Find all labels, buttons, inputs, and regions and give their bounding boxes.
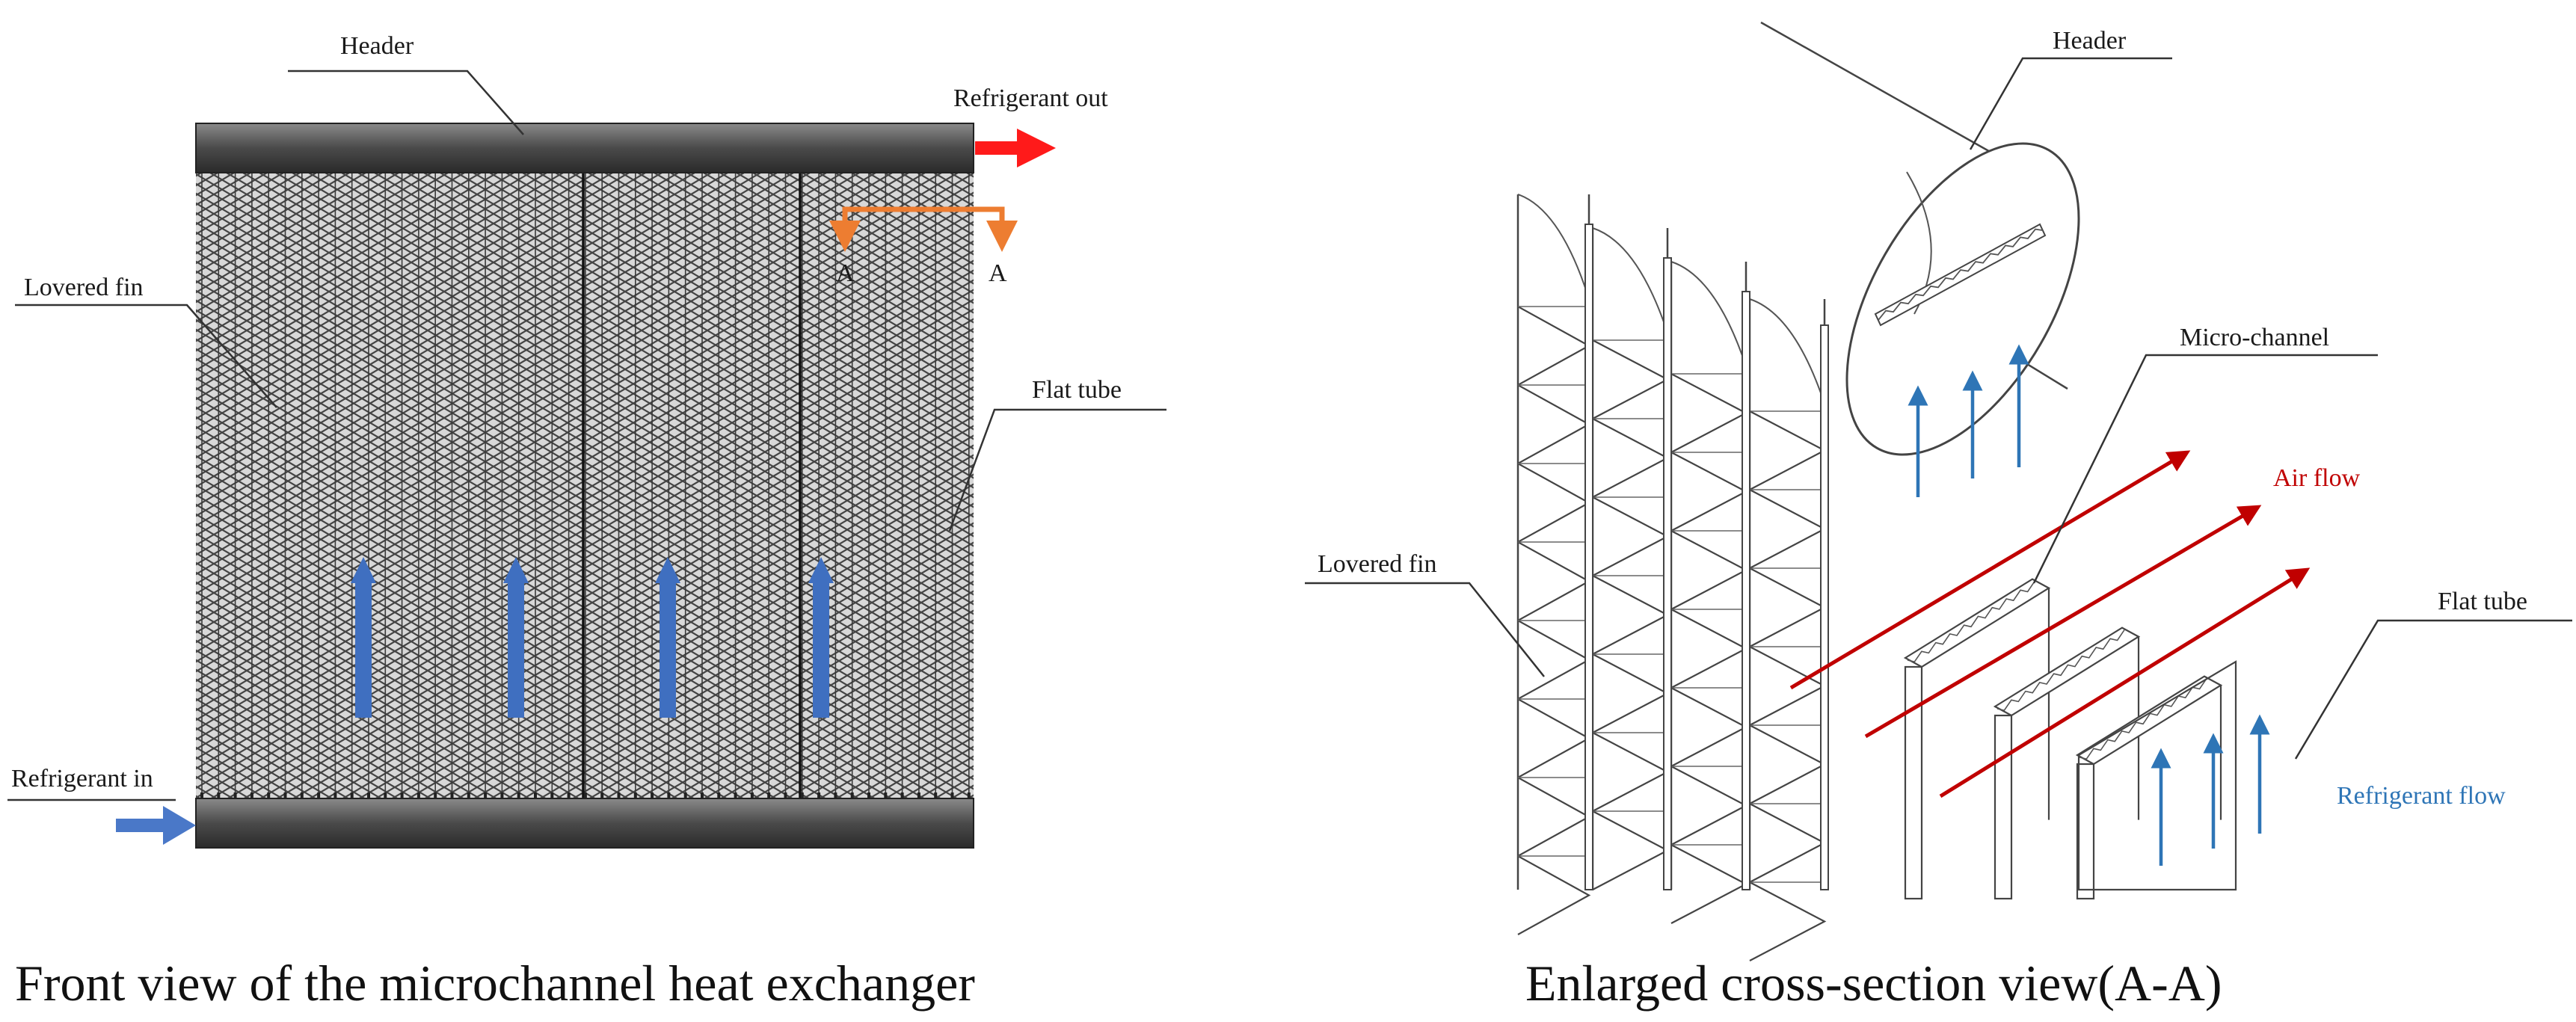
cross-section-view: Header Micro-channel Air flow Lovered fi… <box>1305 21 2572 1012</box>
flow-arrow-head <box>655 557 680 583</box>
micro-channel-label: Micro-channel <box>2180 324 2329 351</box>
refrigerant-out-arrow <box>975 129 1056 167</box>
fin-louver <box>1592 810 1670 890</box>
fin-louver <box>1517 777 1591 857</box>
fin-louver <box>1749 724 1827 804</box>
section-lovered-fin-leader-line <box>1305 582 1545 677</box>
micro-channel-web <box>1907 581 2035 662</box>
micro-channel-web <box>1996 629 2125 711</box>
refrigerant-in-arrow <box>116 806 196 845</box>
fin-louver <box>1517 463 1591 543</box>
header-leader-line <box>288 70 524 135</box>
fin-louver <box>1517 541 1591 621</box>
fin-louver <box>1517 620 1591 700</box>
refrigerant-flow-label: Refrigerant flow <box>2337 782 2506 810</box>
fin-louver <box>1517 698 1591 778</box>
section-view-caption: Enlarged cross-section view(A-A) <box>1525 955 2222 1012</box>
section-label-a-left: A <box>836 259 855 287</box>
refrigerant-in-label: Refrigerant in <box>11 765 153 792</box>
fin-louver <box>1592 496 1670 576</box>
flow-arrow-head <box>503 557 529 583</box>
front-view-caption: Front view of the microchannel heat exch… <box>15 955 975 1012</box>
flow-arrow-head <box>351 557 376 583</box>
refrigerant-flow-arrows-header <box>1908 344 2029 497</box>
flat-tube-front <box>1994 714 2013 900</box>
fin-louver <box>1592 339 1670 419</box>
fin-curve <box>1749 298 1825 404</box>
fin-louver <box>1670 530 1748 610</box>
lovered-fin-columns <box>1516 194 1829 961</box>
flat-tube-front <box>1904 665 1923 900</box>
fin-louver <box>1749 646 1827 726</box>
flow-arrow-shaft <box>813 579 829 718</box>
flow-arrow-shaft <box>660 579 676 718</box>
front-lovered-fin-label: Lovered fin <box>24 274 144 301</box>
fin-curve <box>1592 227 1668 333</box>
fin-louver <box>1749 410 1827 490</box>
fin-louver <box>1517 855 1591 935</box>
fin-louver <box>1592 653 1670 733</box>
micro-channel-web <box>2079 678 2207 760</box>
fin-louver <box>1670 452 1748 532</box>
fin-curve <box>1517 194 1590 300</box>
flat-tube-panel <box>2077 660 2237 891</box>
fin-louver <box>1670 373 1748 453</box>
air-flow-label: Air flow <box>2273 464 2361 492</box>
fin-louver <box>1670 687 1748 767</box>
front-flat-tube-label: Flat tube <box>1032 376 1122 404</box>
section-flat-tube-label: Flat tube <box>2438 588 2527 615</box>
internal-flow-arrows <box>351 557 834 718</box>
section-flat-tube-leader-line <box>2294 619 2572 760</box>
flat-tubes-3d <box>1903 578 2237 900</box>
refrigerant-out-label: Refrigerant out <box>953 84 1108 112</box>
section-marker-aa <box>829 206 1018 252</box>
fin-louver <box>1670 609 1748 689</box>
fin-louver <box>1749 881 1827 961</box>
fin-louver <box>1517 306 1591 386</box>
tube-wall <box>1742 291 1750 890</box>
lovered-fin-leader-line <box>15 304 277 408</box>
refrigerant-flow-arrows-tube <box>2151 714 2270 866</box>
flat-tube-leader-line <box>948 408 1166 532</box>
flow-arrow-shaft <box>508 579 524 718</box>
top-header <box>195 123 974 173</box>
tube-wall <box>1584 224 1593 890</box>
front-header-label: Header <box>340 32 414 60</box>
front-view: A A Header Refrigerant out Lovered fin F… <box>7 32 1166 1012</box>
flow-arrow-head <box>808 557 834 583</box>
fin-louver <box>1592 418 1670 498</box>
fin-louver <box>1749 489 1827 569</box>
flat-tube-front <box>2076 763 2095 900</box>
tube-wall <box>1663 257 1672 890</box>
section-header-leader-line <box>1969 57 2172 150</box>
fin-louver <box>1592 575 1670 655</box>
fin-louver <box>1749 567 1827 647</box>
section-lovered-fin-label: Lovered fin <box>1318 550 1437 578</box>
air-flow-arrows <box>1789 450 2311 798</box>
section-label-a-right: A <box>989 259 1007 287</box>
fin-louver <box>1670 844 1748 924</box>
fin-curve <box>1670 261 1747 367</box>
tube-wall <box>1820 324 1829 890</box>
fin-louver <box>1749 803 1827 883</box>
fin-louver <box>1670 766 1748 846</box>
fin-core <box>196 163 974 798</box>
bottom-header <box>195 798 974 849</box>
fin-louver <box>1592 732 1670 812</box>
micro-channel-leader-line <box>2032 354 2378 584</box>
header-cylinder <box>1760 21 2080 456</box>
micro-channel-slot <box>1874 223 2047 327</box>
flow-arrow-shaft <box>355 579 372 718</box>
section-header-label: Header <box>2053 27 2127 55</box>
fin-louver <box>1517 384 1591 464</box>
